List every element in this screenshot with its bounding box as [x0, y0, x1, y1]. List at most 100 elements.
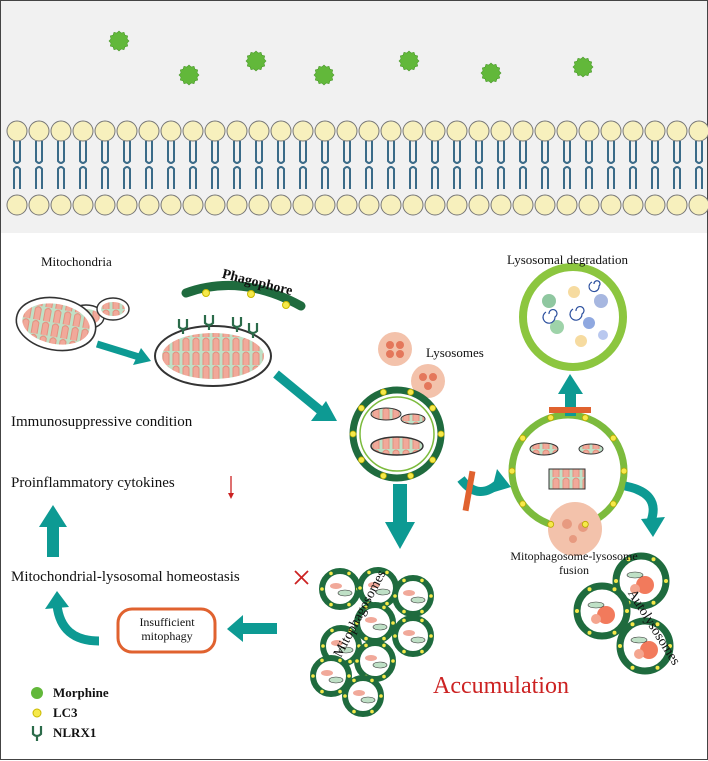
autolysosome-item	[612, 552, 670, 610]
lipid-head	[248, 120, 270, 142]
lipid-head	[380, 120, 402, 142]
lipid-tail-pair	[255, 141, 263, 189]
fusion-vesicle	[508, 411, 628, 556]
lipid-tail-pair	[651, 141, 659, 189]
lipid-tail-pair	[343, 141, 351, 189]
lipid-head	[50, 120, 72, 142]
process-arrows	[39, 340, 665, 646]
lipid-tail-pair	[607, 141, 615, 189]
damaged-mitochondrion	[154, 315, 272, 387]
lipid-head	[50, 194, 72, 216]
lipid-tail-pair	[585, 141, 593, 189]
lipid-head	[402, 120, 424, 142]
lipid-tail-pair	[145, 141, 153, 189]
lipid-head	[600, 120, 622, 142]
lysosomes-group	[378, 332, 445, 398]
lipid-head	[578, 120, 600, 142]
lipid-head	[468, 194, 490, 216]
lipid-tail-pair	[431, 141, 439, 189]
mitophagosome-item	[319, 568, 361, 610]
mitophagosome-item	[354, 602, 396, 644]
lipid-head	[6, 120, 28, 142]
lipid-head	[72, 120, 94, 142]
lipid-head	[446, 120, 468, 142]
lipid-head	[600, 194, 622, 216]
mitophagosome	[349, 386, 445, 482]
mitophagosome-cluster	[310, 567, 434, 717]
morphine-molecule	[178, 64, 200, 86]
insufficient-mitophagy-box	[116, 607, 217, 654]
lipid-head	[292, 120, 314, 142]
lipid-head	[160, 194, 182, 216]
lipid-head	[688, 120, 708, 142]
mitophagosome-item	[342, 675, 384, 717]
morphine-molecule	[108, 30, 130, 52]
lipid-head	[72, 194, 94, 216]
lipid-head	[270, 194, 292, 216]
lipid-head	[534, 194, 556, 216]
lipid-tail-pair	[453, 141, 461, 189]
lipid-head	[28, 120, 50, 142]
lipid-tail-pair	[299, 141, 307, 189]
morphine-molecule	[572, 56, 594, 78]
lipid-head	[292, 194, 314, 216]
lipid-head	[204, 120, 226, 142]
lipid-head	[534, 120, 556, 142]
lipid-head	[512, 120, 534, 142]
lipid-tail-pair	[101, 141, 109, 189]
lipid-head	[622, 120, 644, 142]
lipid-head	[490, 120, 512, 142]
lipid-head	[138, 194, 160, 216]
lipid-tail-pair	[475, 141, 483, 189]
legend-icons	[31, 687, 43, 741]
lipid-tail-pair	[35, 141, 43, 189]
label-fusion: Mitophagosome-lysosome fusion	[510, 549, 638, 577]
lipid-head	[226, 120, 248, 142]
lipid-tail-pair	[365, 141, 373, 189]
legend-nlrx1: NLRX1	[53, 725, 97, 740]
lipid-head	[182, 194, 204, 216]
lipid-head	[94, 194, 116, 216]
morphine-icon	[31, 687, 43, 699]
label-immunosuppressive: Immunosuppressive condition	[11, 414, 193, 430]
lipid-head	[512, 194, 534, 216]
lipid-head	[116, 120, 138, 142]
morphine-molecule	[480, 62, 502, 84]
label-insufficient-mitophagy: Insufficient mitophagy	[139, 615, 195, 643]
lipid-head	[446, 194, 468, 216]
lipid-tail-pair	[167, 141, 175, 189]
label-mitochondria: Mitochondria	[41, 254, 112, 269]
lipid-head	[424, 194, 446, 216]
lipid-head	[468, 120, 490, 142]
lipid-head	[160, 120, 182, 142]
lipid-tail-pair	[189, 141, 197, 189]
lipid-head	[644, 120, 666, 142]
lipid-head	[28, 194, 50, 216]
lipid-tail-pair	[233, 141, 241, 189]
lipid-head	[336, 194, 358, 216]
lipid-head	[666, 120, 688, 142]
lipid-tail-pair	[563, 141, 571, 189]
lipid-tail-pair	[541, 141, 549, 189]
lipid-tail-pair	[497, 141, 505, 189]
morphine-molecules	[108, 30, 594, 86]
lipid-tail-pair	[13, 141, 21, 189]
lipid-head	[226, 194, 248, 216]
morphine-molecule	[245, 50, 267, 72]
mitochondria-group	[15, 296, 130, 352]
lipid-tail-pair	[409, 141, 417, 189]
morphine-molecule	[313, 64, 335, 86]
label-lysosomes: Lysosomes	[426, 345, 484, 360]
lipid-head	[424, 120, 446, 142]
lipid-head	[138, 120, 160, 142]
lipid-head	[248, 194, 270, 216]
lipid-tail-pair	[277, 141, 285, 189]
lipid-head	[490, 194, 512, 216]
lipid-head	[6, 194, 28, 216]
mitophagosome-item	[392, 575, 434, 617]
lipid-head	[270, 120, 292, 142]
lipid-head	[314, 120, 336, 142]
lipid-head	[688, 194, 708, 216]
